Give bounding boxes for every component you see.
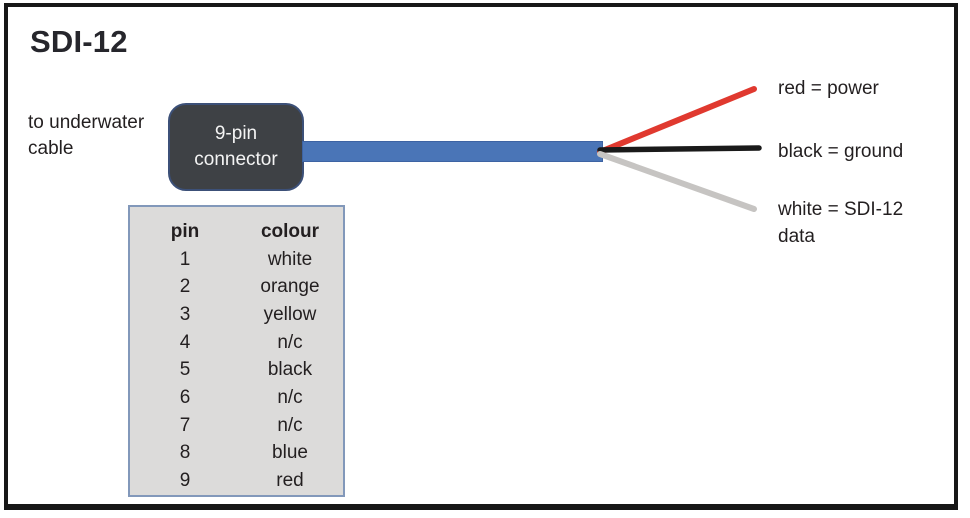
page-title: SDI-12 [30,24,128,59]
colour-cell: black [267,359,313,381]
colour-cell: orange [260,276,320,298]
colour-cell: white [267,248,313,270]
underwater-cable-label: to underwater cable [28,112,145,159]
white-wire [597,151,757,212]
pin-cell: 1 [179,248,191,270]
table-row: 6 n/c [130,384,343,412]
colour-header: colour [260,220,320,242]
pin-cell: 3 [179,303,191,325]
black-wire-label: black = ground [778,141,904,162]
table-header-row: pin colour [130,218,343,246]
table-row: 2 orange [130,273,343,301]
pin-cell: 5 [179,359,191,381]
pin-header: pin [170,220,200,242]
table-row: 7 n/c [130,412,343,440]
pin-cell: 6 [179,386,191,408]
connector-label: 9-pin connector [194,123,278,170]
white-wire-label: white = SDI-12 data [778,199,904,247]
colour-cell: red [276,470,304,492]
colour-cell: yellow [263,303,317,325]
pin-cell: 7 [179,414,191,436]
pin-cell: 8 [179,442,191,464]
pin-table-rows: 1 white 2 orange 3 yellow 4 n/c 5 black 6 n/c 7 n/c 8 b… [130,246,343,495]
table-row: 1 white [130,246,343,274]
table-row: 4 n/c [130,329,343,357]
pin-cell: 4 [179,331,191,353]
table-row: 5 black [130,356,343,384]
table-row: 8 blue [130,440,343,468]
red-wire-label: red = power [778,78,879,99]
blue-cable [302,141,603,162]
colour-cell: n/c [277,331,303,353]
pin-cell: 9 [179,470,191,492]
table-row: 9 red [130,467,343,495]
pin-colour-table: pin colour 1 white 2 orange 3 yellow 4 n/c 5 blac… [128,205,345,497]
nine-pin-connector: 9-pin connector [168,103,304,191]
pin-cell: 2 [179,276,191,298]
table-row: 3 yellow [130,301,343,329]
black-wire [597,145,762,153]
colour-cell: n/c [277,414,303,436]
colour-cell: blue [272,442,308,464]
colour-cell: n/c [277,386,303,408]
diagram-frame: SDI-12 to underwater cable 9-pin connect… [4,3,958,510]
red-wire [597,86,757,155]
